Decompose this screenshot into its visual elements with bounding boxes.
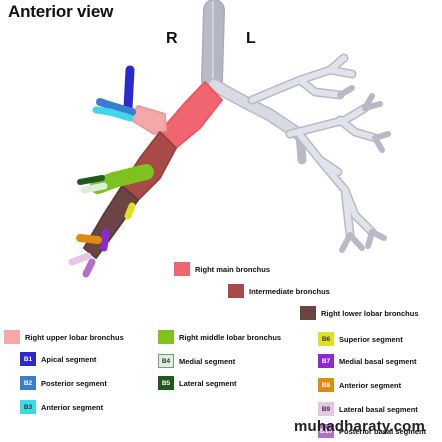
legend-item-anterior-segment: B3 Anterior segment bbox=[20, 400, 103, 414]
legend-code-b8: B8 bbox=[318, 378, 334, 392]
legend-label: Right lower lobar bronchus bbox=[321, 308, 419, 318]
lateral-segment-shape bbox=[77, 175, 105, 185]
legend-label: Right upper lobar bronchus bbox=[25, 332, 124, 342]
legend-item-right-upper-lobar-bronchus: Right upper lobar bronchus bbox=[4, 330, 124, 344]
site-watermark: muhadharaty.com bbox=[294, 418, 426, 435]
legend-item-right-middle-lobar-bronchus: Right middle lobar bronchus bbox=[158, 330, 281, 344]
legend-code-b1: B1 bbox=[20, 352, 36, 366]
legend-label: Lateral basal segment bbox=[339, 404, 418, 414]
legend-label: Medial segment bbox=[179, 356, 236, 366]
legend-label: Medial basal segment bbox=[339, 356, 417, 366]
right-main-bronchus-shape bbox=[159, 81, 223, 149]
legend-code-b7: B7 bbox=[318, 354, 334, 368]
legend-item-posterior-segment: B2 Posterior segment bbox=[20, 376, 107, 390]
legend-swatch bbox=[158, 330, 174, 344]
posterior-basal-segment-shape bbox=[82, 258, 96, 278]
posterior-segment-shape bbox=[96, 98, 136, 116]
legend-item-right-main-bronchus: Right main bronchus bbox=[174, 262, 270, 276]
legend-item-right-lower-lobar-bronchus: Right lower lobar bronchus bbox=[300, 306, 419, 320]
diagram-title: Anterior view bbox=[8, 2, 114, 21]
legend-label: Superior segment bbox=[339, 334, 403, 344]
legend-item-posterior-basal-segment: B10 Posterior basal segment bbox=[318, 424, 426, 438]
legend-code-b4: B4 bbox=[158, 354, 174, 368]
legend-item-apical-segment: B1 Apical segment bbox=[20, 352, 96, 366]
superior-segment-shape bbox=[124, 202, 136, 220]
legend-label: Right main bronchus bbox=[195, 264, 270, 274]
legend-label: Right middle lobar bronchus bbox=[179, 332, 282, 342]
legend-label: Posterior basal segment bbox=[339, 426, 427, 436]
right-bronchial-tree bbox=[68, 65, 223, 278]
legend-swatch bbox=[228, 284, 244, 298]
legend-item-intermediate-bronchus: Intermediate bronchus bbox=[228, 284, 330, 298]
legend-swatch bbox=[174, 262, 190, 276]
legend-code-b6: B6 bbox=[318, 332, 334, 346]
legend-code-b10: B10 bbox=[318, 424, 334, 438]
medial-basal-segment-shape bbox=[100, 228, 110, 252]
apical-segment-shape bbox=[123, 65, 135, 113]
right-upper-lobar-bronchus-shape bbox=[127, 105, 167, 135]
legend-label: Posterior segment bbox=[41, 378, 107, 388]
medial-segment-shape bbox=[80, 182, 108, 194]
legend-code-b3: B3 bbox=[20, 400, 36, 414]
legend-item-medial-basal-segment: B7 Medial basal segment bbox=[318, 354, 417, 368]
legend-code-b5: B5 bbox=[158, 376, 174, 390]
legend-item-superior-segment: B6 Superior segment bbox=[318, 332, 403, 346]
anterior-segment-shape bbox=[92, 106, 134, 122]
legend-label: Anterior segment bbox=[41, 402, 104, 412]
trachea-lumen bbox=[202, 0, 224, 90]
legend-code-b2: B2 bbox=[20, 376, 36, 390]
legend-label: Lateral segment bbox=[179, 378, 237, 388]
legend-item-lateral-basal-segment: B9 Lateral basal segment bbox=[318, 402, 418, 416]
lateral-basal-segment-shape bbox=[68, 252, 92, 266]
left-side-label: L bbox=[246, 30, 256, 47]
right-side-label: R bbox=[166, 30, 178, 47]
legend-label: Apical segment bbox=[41, 354, 97, 364]
left-bronchial-tree bbox=[201, 0, 391, 253]
legend-label: Anterior segment bbox=[339, 380, 402, 390]
legend-item-medial-segment: B4 Medial segment bbox=[158, 354, 235, 368]
legend-label: Intermediate bronchus bbox=[249, 286, 330, 296]
legend-swatch bbox=[4, 330, 20, 344]
legend-swatch bbox=[300, 306, 316, 320]
legend-code-b9: B9 bbox=[318, 402, 334, 416]
anterior-basal-segment-shape bbox=[76, 234, 102, 244]
legend-item-lateral-segment: B5 Lateral segment bbox=[158, 376, 237, 390]
legend-item-anterior-basal-segment: B8 Anterior segment bbox=[318, 378, 401, 392]
right-lower-lobar-bronchus-shape bbox=[83, 185, 139, 259]
